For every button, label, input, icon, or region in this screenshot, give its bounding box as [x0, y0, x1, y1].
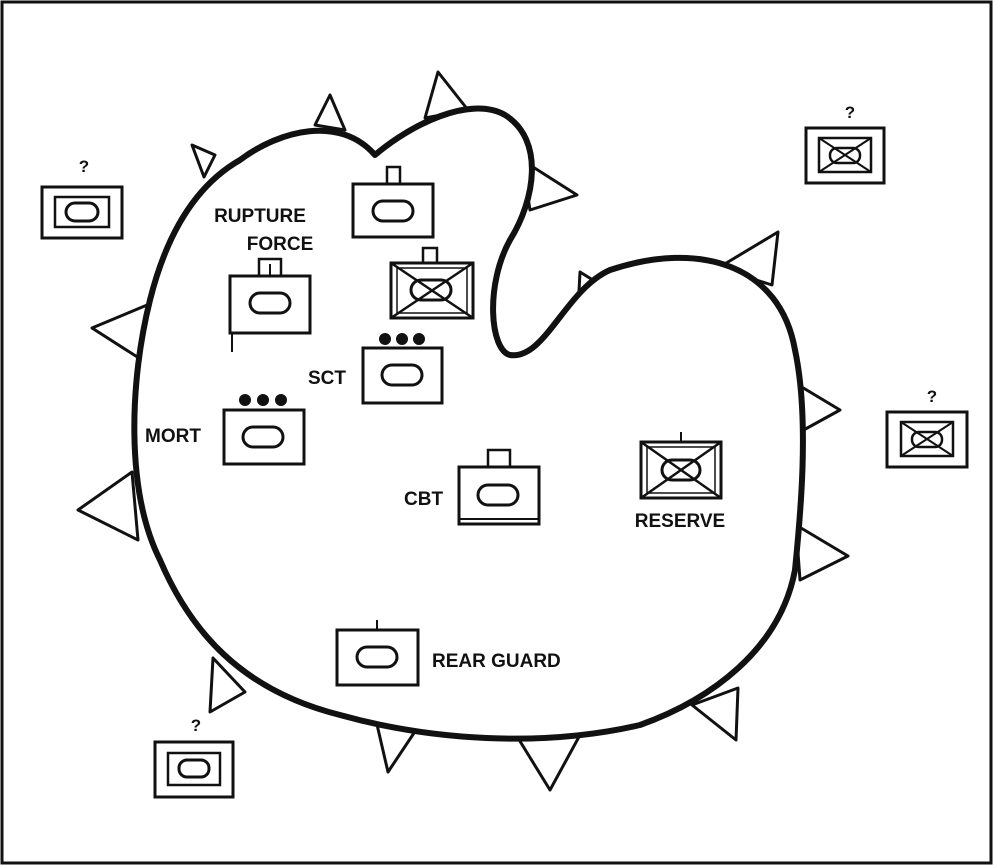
unknown-marker-ne: ?	[845, 103, 855, 122]
armor-oval-icon	[380, 363, 424, 387]
cbt-unit	[457, 448, 541, 526]
spike-10	[516, 733, 582, 792]
unit-frame	[228, 274, 312, 335]
cross-icon	[640, 440, 722, 500]
rupture-force-label-line2: FORCE	[247, 234, 314, 255]
unit-inner-frame	[817, 136, 873, 174]
armor-oval-icon	[476, 483, 520, 507]
unknown-marker-e: ?	[927, 387, 937, 406]
rear-guard-unit	[335, 620, 420, 687]
platoon-dot	[413, 333, 425, 345]
rupture-force-label-line1: RUPTURE	[214, 206, 306, 227]
sct-label: SCT	[308, 368, 346, 389]
unit-top-armor	[351, 165, 435, 239]
armor-oval-icon	[177, 758, 211, 779]
unit-frame	[361, 346, 444, 405]
armor-oval-icon	[660, 458, 702, 482]
sct-unit	[361, 333, 444, 405]
spike-8	[794, 523, 850, 582]
armor-oval-icon	[355, 645, 399, 669]
armor-oval-icon	[409, 278, 453, 302]
armor-oval-icon	[241, 425, 285, 449]
unit-inner-frame	[899, 420, 955, 458]
cbt-label: CBT	[404, 489, 443, 510]
mort-unit	[222, 394, 306, 466]
unit-frame	[335, 628, 420, 687]
spike-2	[313, 93, 347, 132]
spike-12	[208, 656, 247, 714]
rupture-force-unit	[228, 257, 312, 352]
unit-frame	[222, 408, 306, 466]
unit-frame	[885, 410, 969, 469]
rear-guard-label: REAR GUARD	[432, 651, 561, 672]
enemy-unit-ne: ?	[804, 103, 886, 185]
unit-frame	[351, 182, 435, 239]
armor-oval-icon	[910, 430, 944, 449]
reserve-unit	[639, 432, 723, 500]
perimeter-outline	[131, 105, 806, 742]
unit-frame	[804, 126, 886, 185]
armor-oval-icon	[248, 291, 292, 315]
unit-frame	[639, 440, 723, 500]
unknown-marker-sw: ?	[191, 716, 201, 735]
unit-inner-frame	[646, 446, 716, 494]
platoon-dot	[396, 333, 408, 345]
spike-9	[690, 686, 740, 742]
cross-icon	[390, 261, 474, 320]
enemy-unit-e: ?	[885, 387, 969, 469]
enemy-unit-sw: ?	[153, 716, 235, 799]
unknown-marker-nw: ?	[79, 157, 89, 176]
platoon-dot	[239, 394, 251, 406]
unit-inner-frame	[396, 267, 468, 314]
armor-oval-icon	[64, 201, 100, 223]
unit-crossed-upper	[389, 246, 475, 320]
armor-oval-icon	[371, 199, 415, 223]
enemy-unit-nw: ?	[40, 157, 124, 240]
mort-label: MORT	[145, 426, 201, 447]
platoon-dot	[379, 333, 391, 345]
platoon-dot	[275, 394, 287, 406]
armor-oval-icon	[828, 146, 862, 165]
platoon-dot	[257, 394, 269, 406]
unit-frame	[153, 740, 235, 799]
unit-inner-frame	[53, 195, 111, 229]
cross-icon	[900, 421, 954, 457]
unit-inner-frame	[166, 751, 222, 787]
spike-1	[190, 143, 217, 179]
spike-13	[76, 470, 140, 542]
unit-frame	[457, 465, 541, 526]
unit-frame	[40, 185, 124, 240]
reserve-label: RESERVE	[635, 511, 725, 532]
cross-icon	[818, 137, 872, 173]
unit-frame	[389, 261, 475, 320]
